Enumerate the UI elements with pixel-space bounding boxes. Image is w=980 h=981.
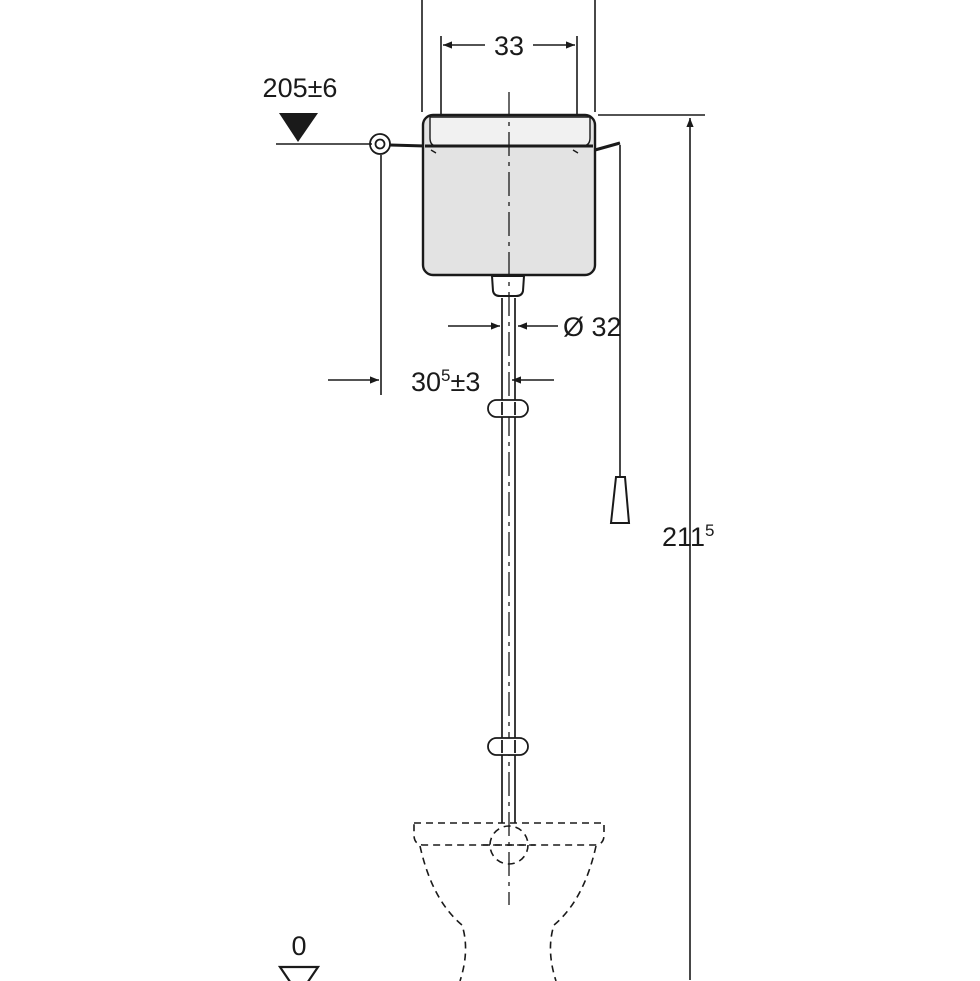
offset-label: 305±3 bbox=[411, 366, 480, 397]
outer-width-extension-lines bbox=[421, 0, 596, 112]
fixing-bracket-icon bbox=[369, 133, 391, 155]
pipe-clip-lower bbox=[487, 737, 529, 756]
level-triangle-filled-icon bbox=[279, 113, 318, 142]
total-height-label: 2115 bbox=[662, 521, 715, 552]
pull-lever bbox=[594, 141, 621, 152]
pipe-clip-upper bbox=[487, 399, 529, 418]
wc-pan-outline bbox=[413, 822, 605, 981]
flush-pipe bbox=[501, 298, 516, 823]
overflow-level-label: 205±6 bbox=[263, 73, 338, 103]
level-triangle-open-icon bbox=[277, 965, 321, 981]
total-height-dimension bbox=[598, 114, 705, 980]
cistern-outlet bbox=[490, 275, 526, 297]
floor-level-label: 0 bbox=[291, 931, 306, 961]
pipe-diameter-label: Ø 32 bbox=[563, 312, 622, 342]
pull-handle-icon bbox=[609, 476, 631, 524]
supply-pipe bbox=[389, 143, 426, 148]
inner-width-label: 33 bbox=[494, 31, 524, 61]
